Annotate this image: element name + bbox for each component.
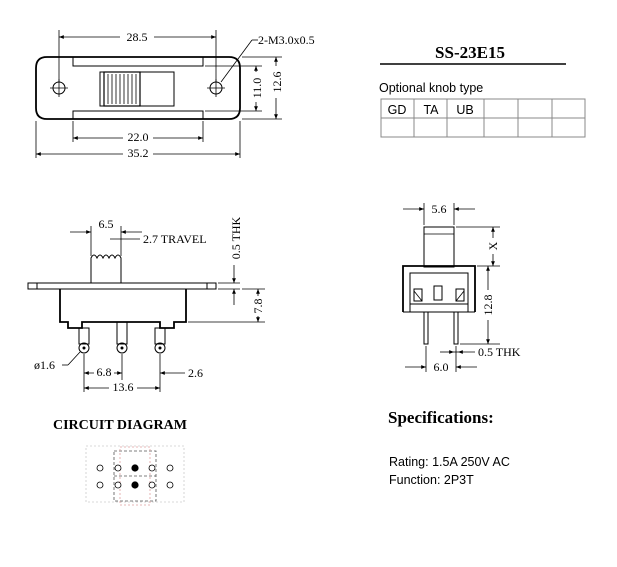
dim-end-knob-height: X [486,241,500,250]
knob-table: GD TA UB [380,98,586,138]
dim-pin-pitch: 6.8 [97,365,112,379]
dim-side-thickness: 0.5 THK [229,216,243,259]
dim-travel: 2.7 TRAVEL [143,232,207,246]
dim-inner-height: 11.0 [250,78,264,99]
dim-pin-diameter: ø1.6 [34,358,55,372]
knob-option: TA [423,103,439,117]
knob-heading: Optional knob type [379,81,483,95]
mounting-plate [35,56,241,120]
dim-total-width: 35.2 [128,146,149,160]
side-plate [27,282,217,290]
dim-side-height: 7.8 [251,299,265,314]
knob [103,71,141,107]
side-pins [78,321,166,354]
knob-option: UB [456,103,473,117]
dim-hole-spacing: 28.5 [127,30,148,44]
end-frame [402,265,476,312]
spec-function: Function: 2P3T [389,473,474,487]
dim-pin-offset: 2.6 [188,366,203,380]
dim-end-knob-width: 5.6 [432,202,447,216]
knob-ribs [107,74,137,104]
dim-end-pin-span: 6.0 [434,360,449,374]
end-view: 5.6 X 12.8 0.5 THK 6.0 [402,202,521,374]
end-leg-left [423,311,429,345]
knob-option: GD [388,103,407,117]
end-knob [423,226,455,268]
dim-end-height: 12.8 [481,295,495,316]
circuit-diagram [85,445,185,506]
dim-outer-height: 12.6 [270,72,284,93]
specs-heading: Specifications: [388,408,494,427]
dim-side-knob-width: 6.5 [99,217,114,231]
dim-end-thickness: 0.5 THK [478,345,521,359]
dim-pin-span: 13.6 [113,380,134,394]
dim-holes: 2-M3.0x0.5 [258,33,315,47]
side-knob [90,254,122,283]
side-view: 6.5 2.7 TRAVEL 0.5 THK 7.8 ø1.6 6.8 2.6 [27,216,265,394]
circuit-heading: CIRCUIT DIAGRAM [53,418,187,433]
dim-slot-width: 22.0 [128,130,149,144]
model-title: SS-23E15 [435,43,505,62]
end-leg-right [453,311,459,345]
spec-rating: Rating: 1.5A 250V AC [389,455,510,469]
top-view: 28.5 2-M3.0x0.5 11.0 12.6 22.0 35.2 [35,29,315,160]
